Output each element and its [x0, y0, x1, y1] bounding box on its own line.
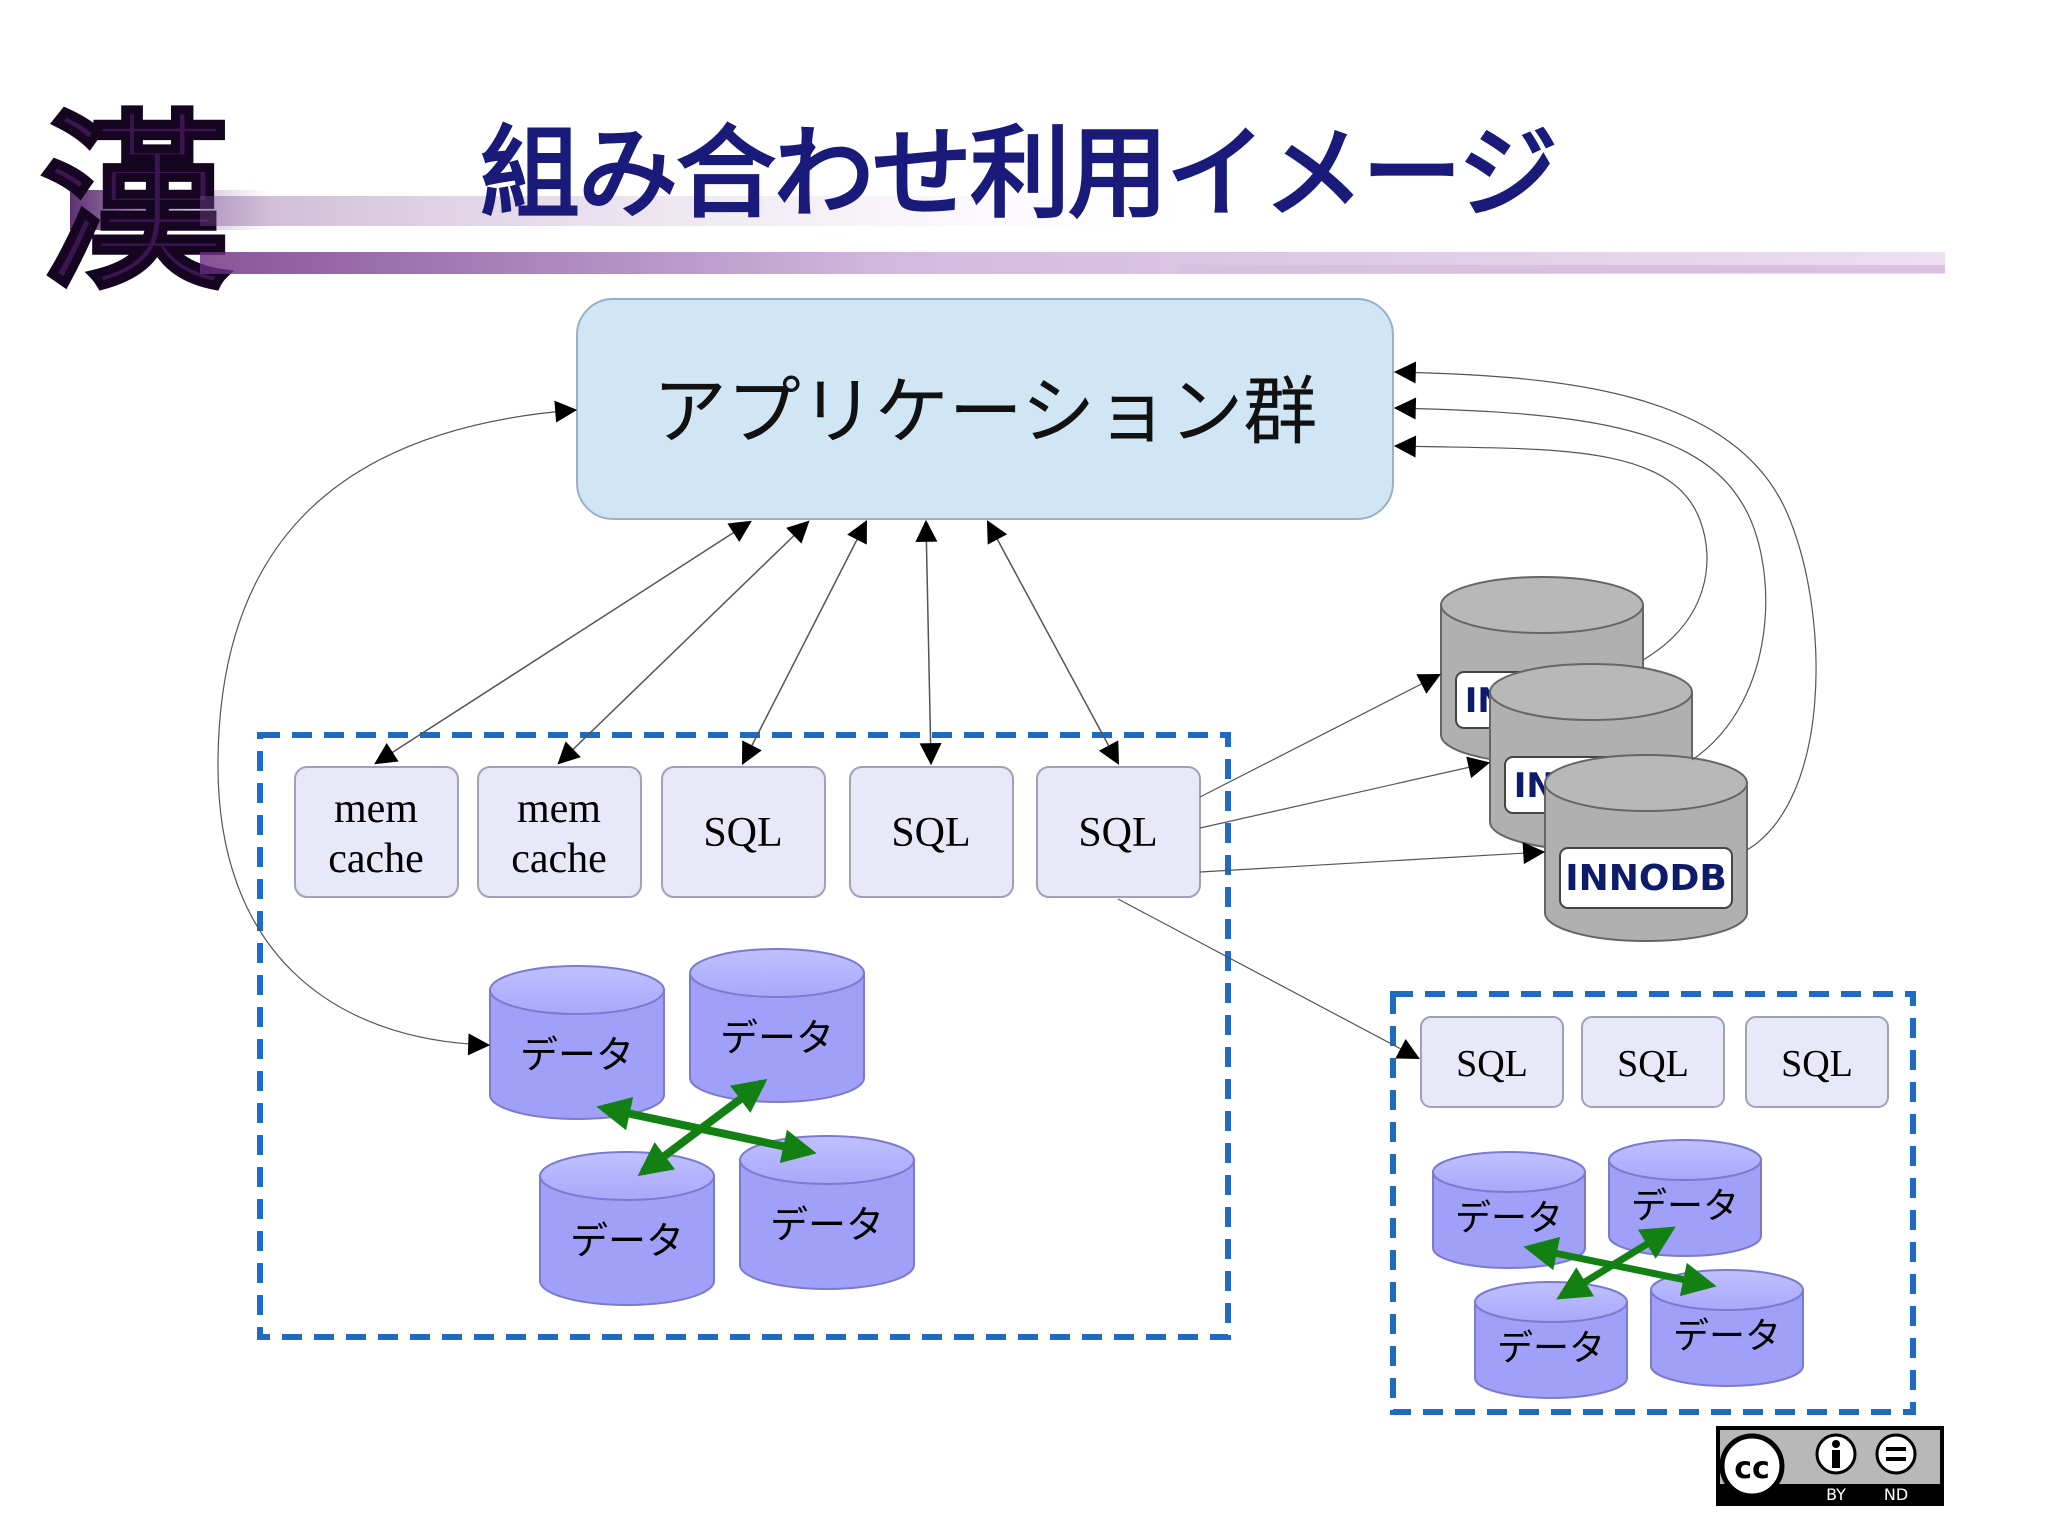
small-node-sql-1-label: SQL: [1456, 1043, 1528, 1085]
small-node-sql-3: SQL: [1745, 1016, 1889, 1108]
data-cylinder-main-3-label: データ: [570, 1219, 684, 1263]
data-cylinder-small-3-label: データ: [1497, 1328, 1605, 1369]
slide-title: 組み合わせ利用イメージ: [480, 115, 1558, 232]
data-cylinder-small-2: データ: [1608, 1139, 1762, 1257]
node-sql-2: SQL: [849, 766, 1014, 898]
innodb-cylinder-3: INNODB: [1544, 754, 1748, 942]
data-cylinder-main-1: データ: [489, 965, 665, 1120]
small-node-sql-1: SQL: [1420, 1016, 1564, 1108]
node-sql-2-label: SQL: [891, 810, 970, 856]
node-sql-1-label: SQL: [703, 810, 782, 856]
curve-innodb1-to-app: [1393, 435, 1708, 661]
small-cluster-border: [1390, 991, 1916, 1415]
data-cylinder-small-2-label: データ: [1631, 1186, 1739, 1227]
green-arrow-main-a: [596, 1097, 817, 1163]
curve-innodb3-to-app: [1393, 361, 1817, 851]
data-cylinder-small-4: データ: [1650, 1269, 1804, 1387]
arrow-sql-innodb-1: [1199, 673, 1441, 798]
node-memcache-2: mem cache: [477, 766, 642, 898]
cc-license-badge[interactable]: cc BY ND: [1716, 1426, 1944, 1506]
node-memcache-1-line1: mem: [334, 786, 418, 832]
green-arrow-small-b: [1556, 1226, 1676, 1300]
node-sql-1: SQL: [661, 766, 826, 898]
node-memcache-2-line1: mem: [517, 786, 601, 832]
node-memcache-2-line2: cache: [511, 836, 607, 882]
curve-app-to-data: [217, 400, 578, 1056]
arrow-app-sql-3: [986, 520, 1120, 765]
node-memcache-1-line2: cache: [328, 836, 424, 882]
data-cylinder-small-4-label: データ: [1673, 1316, 1781, 1357]
small-node-sql-2: SQL: [1581, 1016, 1725, 1108]
data-cylinder-small-1-label: データ: [1455, 1198, 1563, 1239]
node-sql-3: SQL: [1036, 766, 1201, 898]
data-cylinder-main-4: データ: [739, 1135, 915, 1290]
arrow-sql-innodb-3: [1199, 842, 1546, 873]
small-node-sql-2-label: SQL: [1617, 1043, 1689, 1085]
application-label: アプリケーション群: [653, 369, 1318, 455]
title-rule: [200, 196, 1945, 274]
arrow-app-memcache-2: [557, 520, 810, 765]
data-cylinder-small-1: データ: [1432, 1151, 1586, 1269]
data-cylinder-main-3: データ: [539, 1151, 715, 1306]
data-cylinder-small-3: データ: [1474, 1281, 1628, 1399]
nd-label: ND: [1884, 1485, 1908, 1504]
data-cylinder-main-4-label: データ: [770, 1203, 884, 1247]
nd-icon: [1875, 1433, 1917, 1475]
arrow-sql-innodb-2: [1199, 756, 1491, 829]
arrow-app-sql-1: [741, 520, 868, 765]
by-label: BY: [1826, 1485, 1846, 1504]
cc-label: cc: [1734, 1451, 1770, 1486]
data-cylinder-main-1-label: データ: [520, 1033, 634, 1077]
curve-innodb2-to-app: [1393, 397, 1767, 761]
innodb-3-label: INNODB: [1565, 858, 1727, 899]
arrow-app-memcache-1: [374, 520, 752, 765]
arrow-app-sql-2: [915, 519, 942, 766]
green-arrow-main-b: [637, 1078, 768, 1177]
data-cylinder-main-2-label: データ: [720, 1016, 834, 1060]
cc-icon: [1719, 1433, 1785, 1499]
data-cylinder-main-2: データ: [689, 948, 865, 1103]
arrow-sql-small-cluster: [1117, 898, 1420, 1060]
node-memcache-1: mem cache: [294, 766, 459, 898]
node-sql-3-label: SQL: [1078, 810, 1157, 856]
small-node-sql-3-label: SQL: [1781, 1043, 1853, 1085]
